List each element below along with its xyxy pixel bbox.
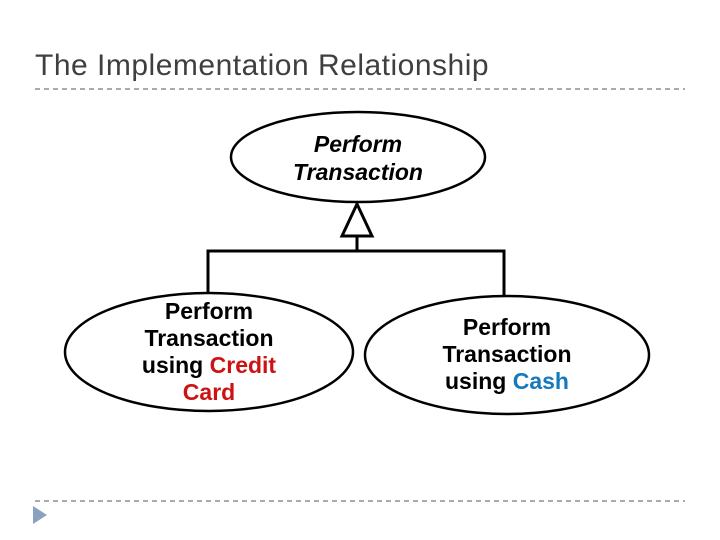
child-use-case-ellipse-credit-card [63, 291, 355, 413]
child-use-case-ellipse-cash [363, 294, 651, 416]
generalization-triangle-icon [339, 200, 375, 238]
child-label-prefix: Perform Transaction using [442, 314, 572, 394]
parent-use-case-ellipse [229, 110, 487, 204]
slide-title: The Implementation Relationship [35, 49, 490, 82]
slide-next-arrow-icon [33, 506, 49, 524]
credit-card-highlight-text: Credit Card [182, 352, 277, 405]
parent-use-case-label: Perform Transaction [293, 131, 423, 185]
cash-highlight-text: Cash [512, 368, 569, 394]
child-use-case-label-credit-card: Perform Transaction using Credit Card [129, 298, 289, 406]
footer-separator-dashed-line [35, 500, 685, 502]
title-separator-dashed-line [35, 88, 685, 90]
generalization-connector-line [206, 249, 506, 298]
child-label-prefix: Perform Transaction using [141, 298, 274, 378]
child-use-case-label-cash: Perform Transaction using Cash [427, 314, 587, 395]
